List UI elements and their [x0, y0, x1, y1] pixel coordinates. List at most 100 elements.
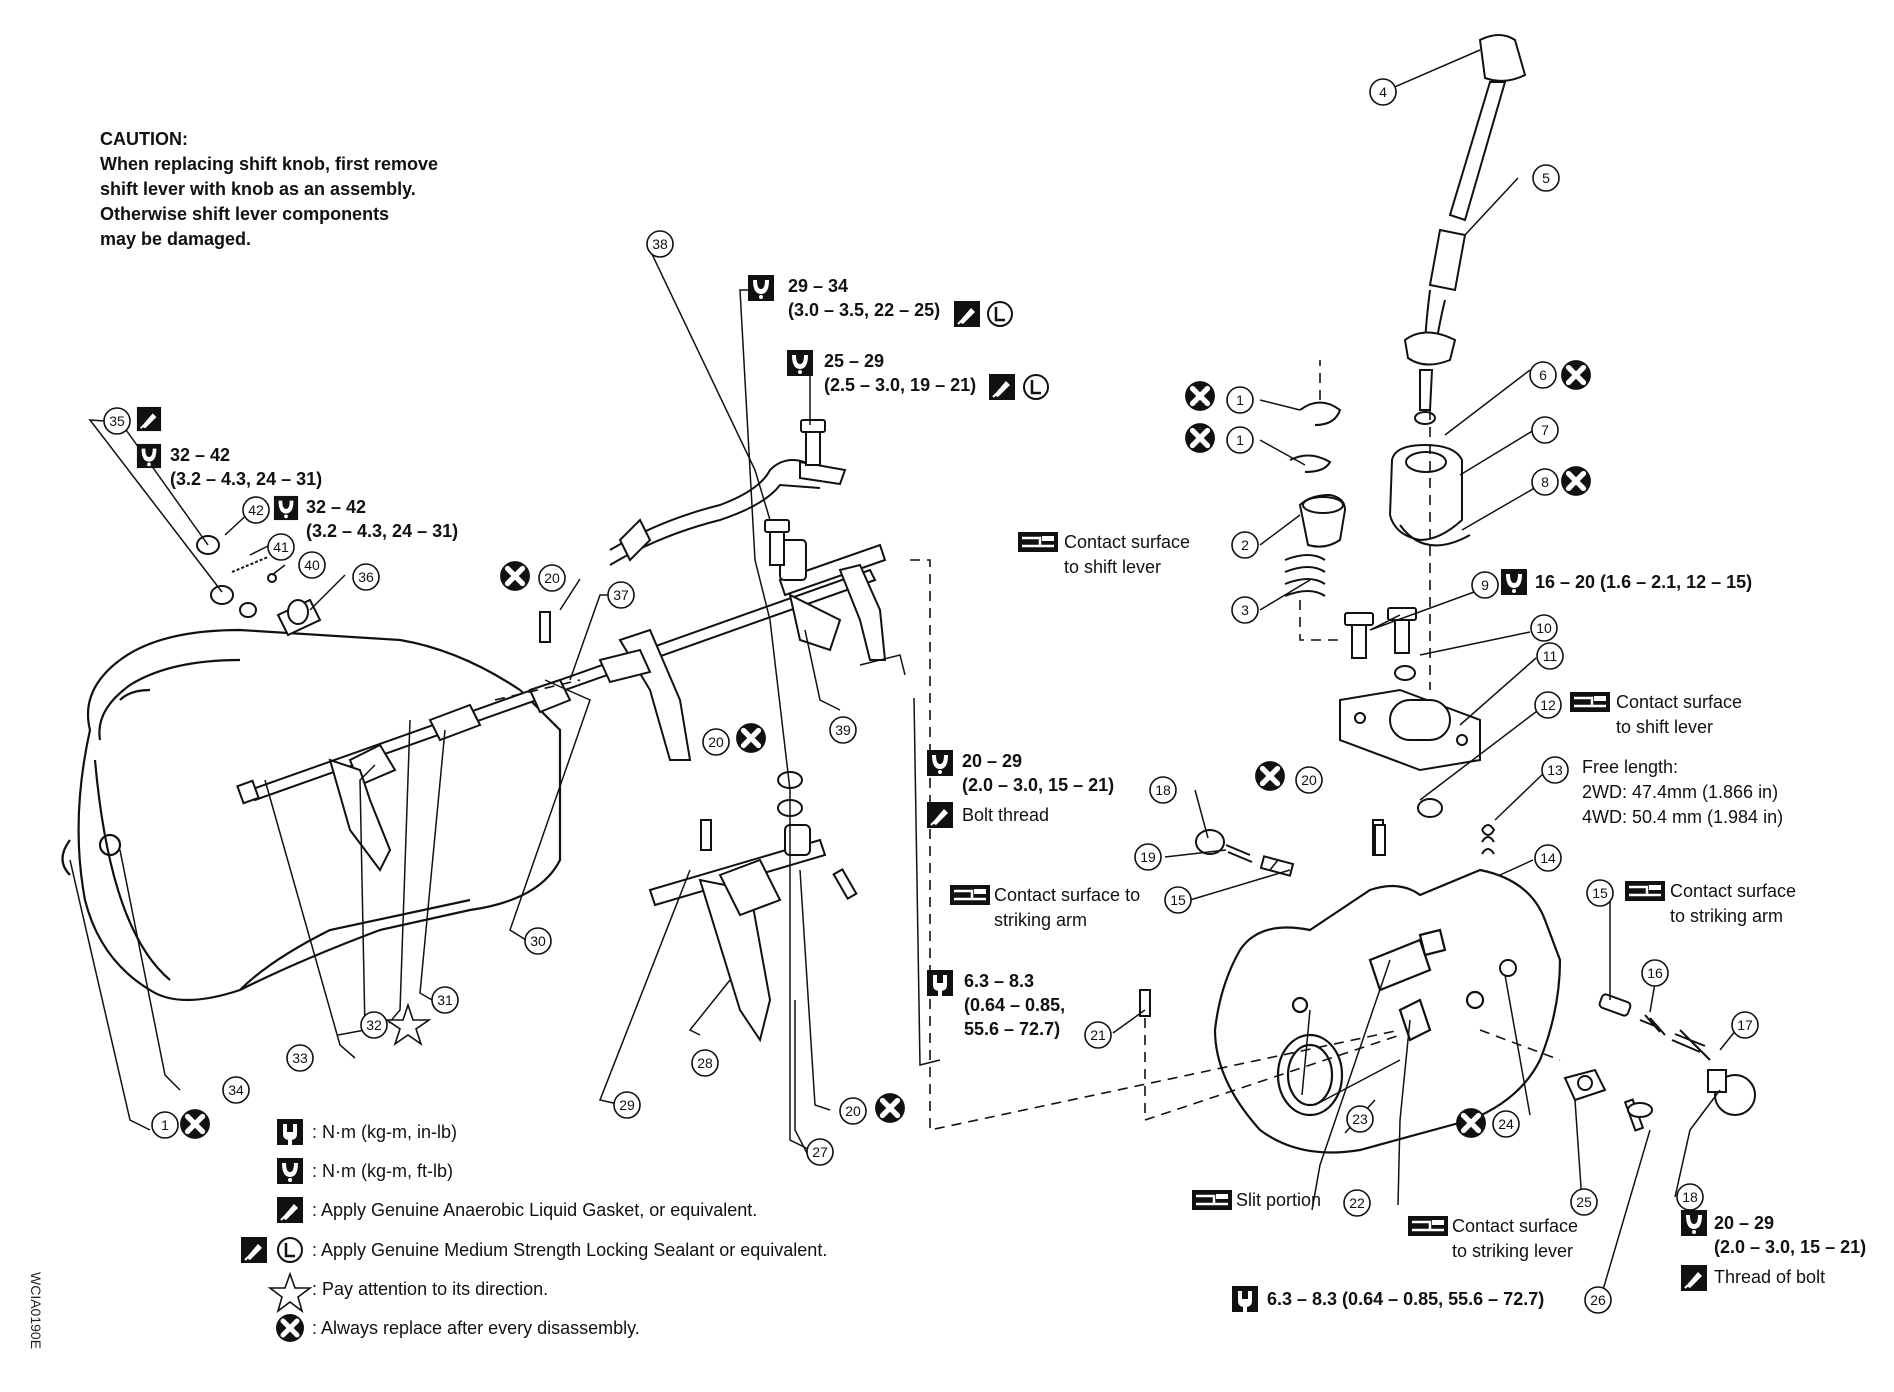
part-callout-circle [352, 563, 380, 591]
part-callout-circle [103, 407, 131, 435]
part-callout-number: 20 [708, 734, 724, 750]
part-callout-circle [267, 533, 295, 561]
part-callout-circle [1471, 571, 1499, 599]
part-callout-number: 6 [1539, 367, 1547, 383]
shift-lever [1403, 34, 1527, 425]
part-callout-circle [1541, 756, 1569, 784]
part-callout-number: 37 [613, 587, 629, 603]
liquid-gasket-icon [276, 1196, 304, 1224]
free-length-title: Free length: [1582, 757, 1679, 777]
part-callout-circle [431, 986, 459, 1014]
part-callout-number: 24 [1498, 1116, 1514, 1132]
torque-wrench-icon [273, 495, 299, 521]
torque-spec: (2.0 – 3.0, 15 – 21) [1714, 1237, 1867, 1257]
transmission-case [61, 628, 562, 1002]
caution-line: shift lever with knob as an assembly. [100, 179, 416, 199]
star-direction-icon [384, 1002, 432, 1047]
torque-spec: 29 – 34 [788, 276, 849, 296]
caution-line: may be damaged. [100, 229, 252, 249]
main-shift-rod [236, 568, 877, 872]
torque-wrench-icon [277, 1119, 303, 1145]
part-callout-number: 25 [1576, 1194, 1592, 1210]
part-callout-number: 28 [697, 1055, 713, 1071]
part-callout-30: 30 [524, 927, 552, 955]
lower-shift-fork [648, 824, 827, 1043]
part-callout-circle [1584, 1286, 1612, 1314]
free-length-2wd: 2WD: 47.4mm (1.866 in) [1582, 782, 1779, 802]
part-callout-25: 25 [1570, 1188, 1598, 1216]
contact-surface-grease-icon [1408, 1216, 1448, 1236]
part-callout-circle [1534, 691, 1562, 719]
part-callout-13: 13 [1541, 756, 1569, 784]
part-callout-number: 1 [161, 1117, 169, 1133]
part-callout-number: 39 [835, 722, 851, 738]
part-callout-circle [1369, 78, 1397, 106]
part-callout-number: 11 [1543, 648, 1558, 664]
torque-spec: 6.3 – 8.3 (0.64 – 0.85, 55.6 – 72.7) [1267, 1289, 1545, 1309]
part-callout-number: 21 [1090, 1027, 1106, 1043]
part-callout-number: 3 [1241, 602, 1249, 618]
contact-note: Contact surface [1616, 692, 1743, 712]
legend-icons [240, 1119, 313, 1342]
part-callout-37: 37 [607, 581, 635, 609]
slit-portion-note: Slit portion [1236, 1190, 1322, 1210]
part-callout-circle [1492, 1110, 1520, 1138]
part-callout-circle [1226, 426, 1254, 454]
part-callout-16: 16 [1641, 959, 1669, 987]
part-callout-20: 20 [702, 728, 730, 756]
plug-and-spring-cluster [196, 535, 322, 637]
part-callout-6: 6 [1529, 361, 1557, 389]
torque-wrench-icon [1681, 1210, 1707, 1236]
part-callout-circle [1084, 1021, 1112, 1049]
torque-spec: 32 – 42 [170, 445, 231, 465]
contact-surface-grease-icon [1192, 1190, 1232, 1210]
part-callout-circle [1641, 959, 1669, 987]
torque-spec: 32 – 42 [306, 497, 367, 517]
torque-wrench-icon [136, 443, 162, 469]
part-callout-number: 14 [1540, 850, 1556, 866]
contact-surface-grease-icon [1018, 532, 1058, 552]
part-callout-40: 40 [298, 551, 326, 579]
always-replace-x-icon [736, 723, 766, 753]
contact-surface-grease-icon [1625, 881, 1665, 901]
control-housing [1339, 607, 1498, 884]
part-callout-1: 1 [1226, 386, 1254, 414]
part-callout-circle [829, 716, 857, 744]
always-replace-x-icon [500, 561, 530, 591]
part-callout-circle [1346, 1105, 1374, 1133]
part-callout-circle [286, 1044, 314, 1072]
part-callout-number: 22 [1349, 1195, 1365, 1211]
spec-icons [136, 275, 1708, 1312]
always-replace-x-icon [180, 1109, 210, 1139]
part-callout-circle [222, 1076, 250, 1104]
part-callout-38: 38 [646, 230, 674, 258]
part-callout-33: 33 [286, 1044, 314, 1072]
torque-spec: (3.2 – 4.3, 24 – 31) [306, 521, 459, 541]
part-callout-number: 13 [1547, 762, 1563, 778]
part-callout-number: 1 [1236, 432, 1244, 448]
part-callout-28: 28 [691, 1049, 719, 1077]
contact-note: Contact surface [1452, 1216, 1579, 1236]
torque-spec: 20 – 29 [962, 751, 1023, 771]
part-callout-circle [839, 1097, 867, 1125]
contact-note: striking arm [994, 910, 1088, 930]
liquid-gasket-icon [953, 300, 981, 328]
always-replace-x-icon [276, 1314, 304, 1342]
always-replace-x-icon [1561, 466, 1591, 496]
shift-lever-boot-parts [1284, 401, 1471, 597]
torque-wrench-icon [1232, 1286, 1258, 1312]
part-callout-number: 8 [1541, 474, 1549, 490]
part-callout-number: 19 [1140, 849, 1156, 865]
torque-wrench-icon [787, 350, 813, 376]
part-callout-8: 8 [1531, 468, 1559, 496]
part-callout-14: 14 [1534, 844, 1562, 872]
part-callout-number: 31 [437, 992, 453, 1008]
part-callout-9: 9 [1471, 571, 1499, 599]
leader-lines [69, 49, 1741, 1301]
part-callout-34: 34 [222, 1076, 250, 1104]
part-callout-number: 7 [1541, 422, 1549, 438]
part-callout-circle [151, 1111, 179, 1139]
part-callout-circle [1164, 886, 1192, 914]
always-replace-x-icon [1561, 360, 1591, 390]
